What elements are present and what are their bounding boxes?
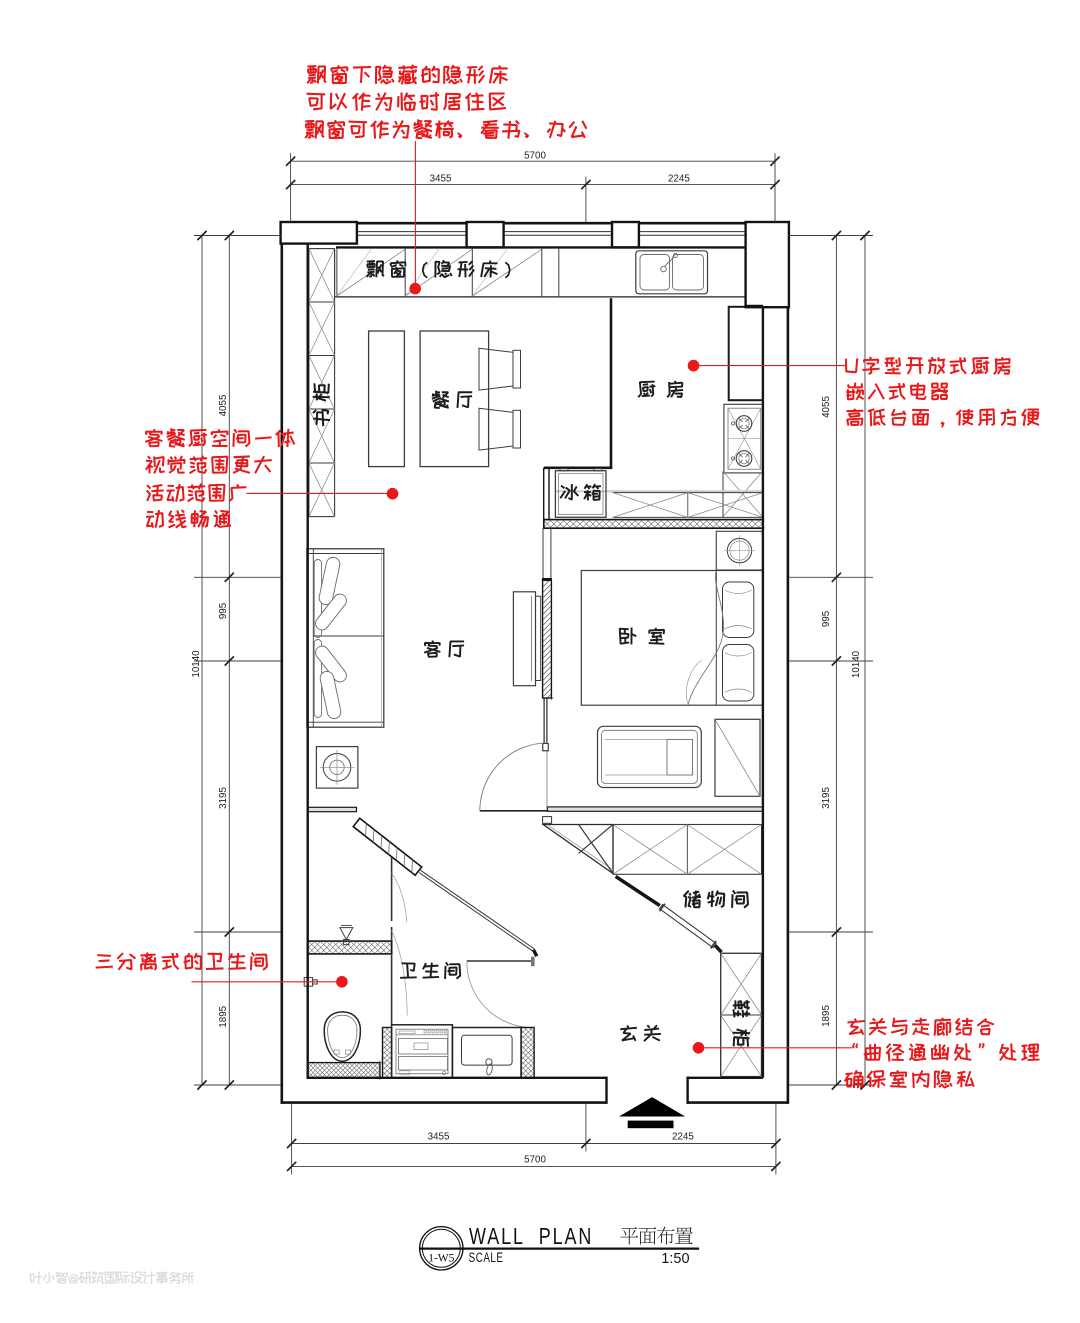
svg-text:2245: 2245 xyxy=(672,1132,694,1143)
svg-text:995: 995 xyxy=(218,602,229,619)
svg-text:3195: 3195 xyxy=(821,787,832,809)
svg-text:10140: 10140 xyxy=(191,650,202,678)
svg-text:5700: 5700 xyxy=(524,151,546,162)
svg-text:10140: 10140 xyxy=(851,650,862,678)
svg-text:SCALE: SCALE xyxy=(469,1249,504,1265)
svg-text:1895: 1895 xyxy=(821,1005,832,1027)
svg-text:1895: 1895 xyxy=(218,1005,229,1027)
svg-text:WALL PLAN: WALL PLAN xyxy=(469,1224,593,1250)
svg-text:3195: 3195 xyxy=(218,787,229,809)
svg-text:4055: 4055 xyxy=(218,394,229,416)
svg-text:1-W5: 1-W5 xyxy=(428,1253,454,1265)
svg-text:3455: 3455 xyxy=(430,174,452,185)
svg-text:4055: 4055 xyxy=(821,396,832,418)
svg-text:5700: 5700 xyxy=(524,1155,546,1166)
svg-text:995: 995 xyxy=(821,610,832,627)
svg-text:2245: 2245 xyxy=(668,174,690,185)
svg-text:1:50: 1:50 xyxy=(661,1251,689,1267)
svg-text:3455: 3455 xyxy=(428,1132,450,1143)
